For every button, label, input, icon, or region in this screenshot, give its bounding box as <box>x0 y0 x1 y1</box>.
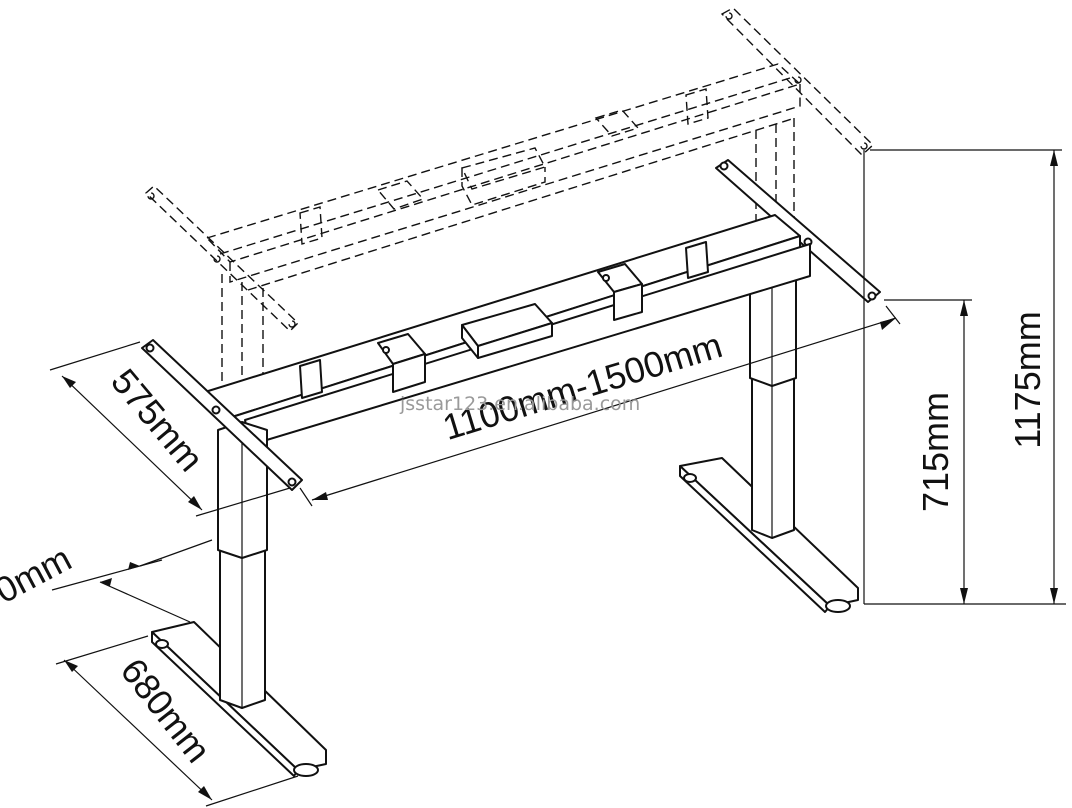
right-leg <box>679 159 881 613</box>
min-height-label: 715mm <box>915 392 956 512</box>
watermark: jsstar123.en.alibaba.com <box>399 393 640 415</box>
depth-label: 575mm <box>103 361 212 479</box>
max-height-dimension: 1175mm <box>863 149 1066 605</box>
max-height-label: 1175mm <box>1007 311 1048 448</box>
min-height-dimension: 715mm <box>884 299 972 604</box>
left-leg <box>141 339 327 777</box>
crossbeam <box>204 214 811 446</box>
column-width-dimension: 80mm <box>0 537 213 623</box>
column-width-label: 80mm <box>0 537 78 620</box>
